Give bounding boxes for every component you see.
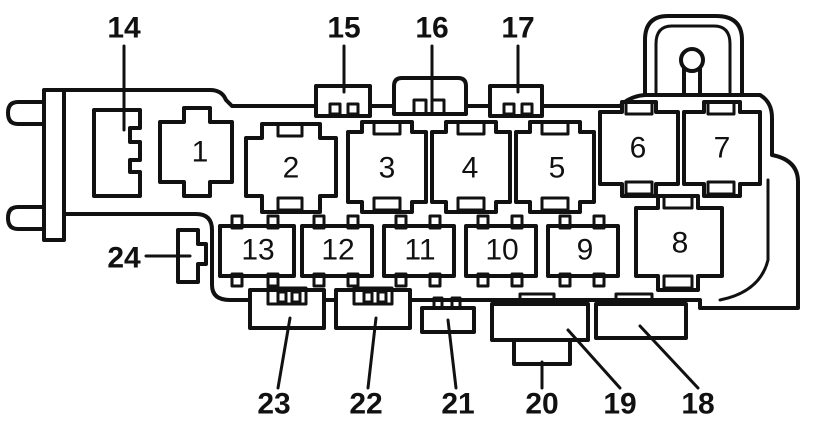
relay-label: 6 — [630, 132, 647, 165]
relay-12: 12 — [300, 214, 374, 288]
callout-21: 21 — [441, 388, 474, 421]
relay-label: 1 — [192, 136, 209, 169]
relay-label: 9 — [577, 234, 594, 267]
mounting-pins — [6, 88, 66, 242]
mounting-bracket — [643, 14, 744, 97]
relay-label: 3 — [379, 152, 396, 185]
connector-24 — [176, 228, 208, 284]
relay-label: 8 — [672, 227, 689, 260]
callout-16: 16 — [415, 12, 448, 45]
relay-label: 11 — [404, 234, 435, 267]
relay-8: 8 — [634, 194, 724, 292]
callout-18: 18 — [681, 388, 714, 421]
relay-9: 9 — [546, 214, 620, 288]
relay-label: 13 — [241, 234, 274, 267]
leader-lines — [122, 44, 700, 390]
callout-20: 20 — [525, 388, 558, 421]
relay-13: 13 — [218, 214, 296, 288]
connector-16 — [392, 76, 468, 116]
relay-label: 4 — [462, 152, 479, 185]
relay-11: 11 — [382, 214, 456, 288]
connector-17 — [488, 84, 544, 118]
callout-15: 15 — [327, 12, 360, 45]
connector-18 — [594, 292, 688, 340]
callout-22: 22 — [349, 388, 382, 421]
callout-19: 19 — [603, 388, 636, 421]
relay-1: 1 — [158, 106, 234, 198]
relay-4: 4 — [430, 120, 512, 214]
relay-label: 12 — [321, 234, 354, 267]
connector-14 — [92, 108, 142, 198]
relay-6: 6 — [598, 100, 680, 198]
relay-label: 2 — [283, 152, 300, 185]
callout-17: 17 — [501, 12, 534, 45]
connector-23 — [248, 286, 326, 330]
callout-23: 23 — [257, 388, 290, 421]
relay-3: 3 — [346, 120, 428, 214]
callout-24: 24 — [107, 242, 141, 275]
relay-2: 2 — [244, 122, 338, 214]
connector-22 — [334, 286, 412, 330]
relay-label: 10 — [485, 234, 518, 267]
housing-outline — [62, 88, 800, 310]
relay-label: 5 — [549, 152, 566, 185]
relay-5: 5 — [514, 120, 596, 214]
callout-14: 14 — [107, 12, 141, 45]
relay-7: 7 — [682, 100, 762, 198]
relay-10: 10 — [464, 214, 538, 288]
connector-20 — [512, 338, 572, 366]
relay-label: 7 — [714, 132, 731, 165]
